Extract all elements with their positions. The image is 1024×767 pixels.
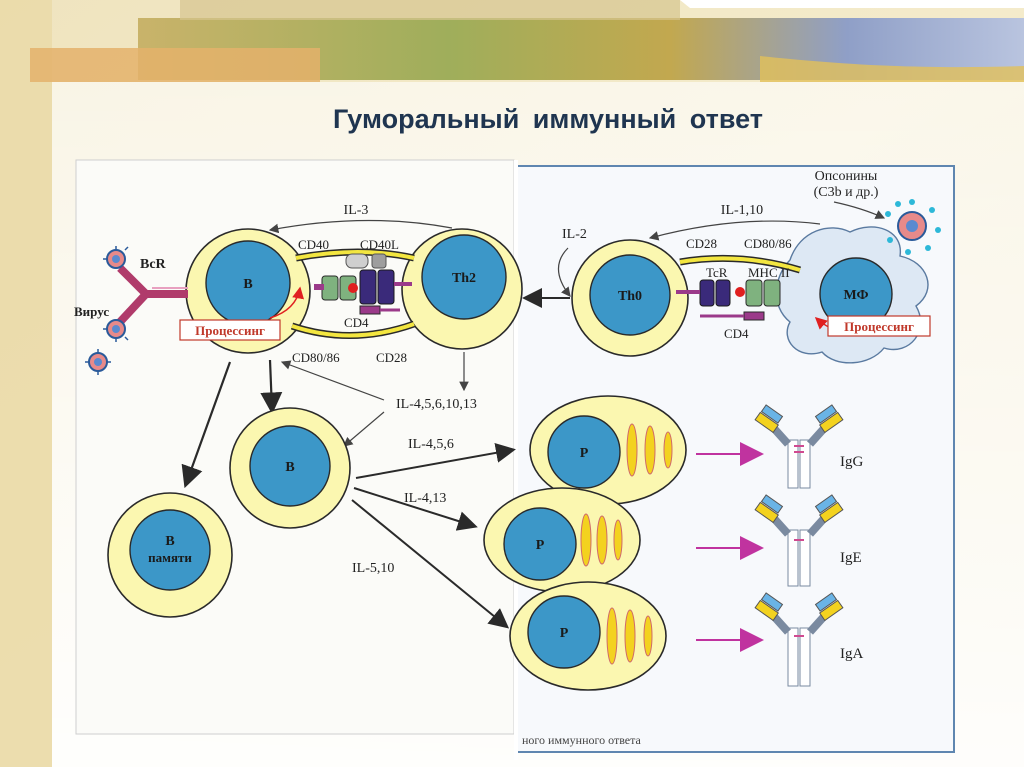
th0-cell-label: Th0: [618, 289, 642, 304]
arrow-to-plasma-3: [351, 499, 510, 629]
left-texture-strip: [0, 0, 52, 767]
label-cd40: CD40: [298, 237, 329, 252]
label-bcr: BcR: [140, 257, 167, 272]
label-mhc2: MHC II: [748, 265, 790, 280]
label-cd4-right: CD4: [724, 326, 749, 341]
label-il5-10: IL-5,10: [352, 561, 394, 576]
label-opsonins-2: (C3b и др.): [814, 185, 879, 200]
receptor-complex-right: [676, 279, 781, 321]
arrow-to-plasma-2: [353, 487, 478, 531]
processing-label-right: Процессинг: [844, 319, 914, 334]
th0-cell: Th0: [571, 239, 689, 357]
label-cd28-left: CD28: [376, 350, 407, 365]
label-iga: IgA: [840, 646, 863, 662]
th2-cell: Th2: [401, 228, 523, 350]
plasma-cell-2-label: P: [536, 538, 545, 553]
title-container: Гуморальный иммунный ответ: [0, 0, 1024, 160]
receptor-complex-left: [314, 253, 412, 315]
plasma-cell-1: P: [529, 395, 687, 505]
label-virus: Вирус: [74, 304, 109, 319]
label-il-main: IL-4,5,6,10,13: [396, 397, 477, 412]
label-il4-13: IL-4,13: [404, 491, 446, 506]
virus-icon: [85, 246, 129, 375]
label-ige: IgE: [840, 550, 862, 566]
macrophage-label: МФ: [843, 288, 868, 303]
label-cd40l: CD40L: [360, 237, 399, 252]
label-igg: IgG: [840, 454, 863, 470]
arrow-to-plasma-1: [355, 442, 516, 479]
memory-b-cell-label-2: памяти: [148, 550, 192, 565]
igg-antibody-icon: [754, 404, 844, 489]
processing-arrow-left: [269, 286, 305, 319]
label-il3: IL-3: [344, 203, 369, 218]
label-il1-10: IL-1,10: [721, 203, 763, 218]
arrow-b-to-memory: [181, 361, 232, 489]
label-opsonins-1: Опсонины: [815, 169, 878, 184]
label-il4-5-6: IL-4,5,6: [408, 437, 454, 452]
b-cell-mid: B: [229, 407, 351, 529]
plasma-cell-1-label: P: [580, 446, 589, 461]
iga-antibody-icon: [754, 592, 844, 687]
slide-title: Гуморальный иммунный ответ: [333, 104, 763, 134]
caption-fragment: ного иммунного ответа: [522, 733, 642, 747]
bcr-receptor: [117, 265, 188, 325]
plasma-cell-3: P: [509, 581, 667, 691]
processing-box-left: [179, 319, 281, 341]
label-cd28-right: CD28: [686, 236, 717, 251]
b-cell-main-label: B: [243, 277, 252, 292]
plasma-cell-2: P: [483, 487, 641, 593]
processing-label-left: Процессинг: [195, 323, 265, 338]
ige-antibody-icon: [754, 494, 844, 587]
label-tcr: TcR: [706, 265, 728, 280]
memory-b-cell: B памяти: [107, 492, 233, 618]
b-cell-mid-label: B: [285, 460, 294, 475]
th2-cell-label: Th2: [452, 271, 476, 286]
plasma-cell-3-label: P: [560, 626, 569, 641]
label-cd80-86-right: CD80/86: [744, 236, 792, 251]
label-cd80-86-left: CD80/86: [292, 350, 340, 365]
opsonized-virus-icon: [885, 199, 941, 255]
memory-b-cell-label-1: B: [165, 534, 174, 549]
processing-box-right: [827, 315, 931, 337]
label-il2: IL-2: [562, 227, 587, 242]
arrow-b-to-b-mid: [260, 359, 283, 415]
label-cd4-left: CD4: [344, 315, 369, 330]
